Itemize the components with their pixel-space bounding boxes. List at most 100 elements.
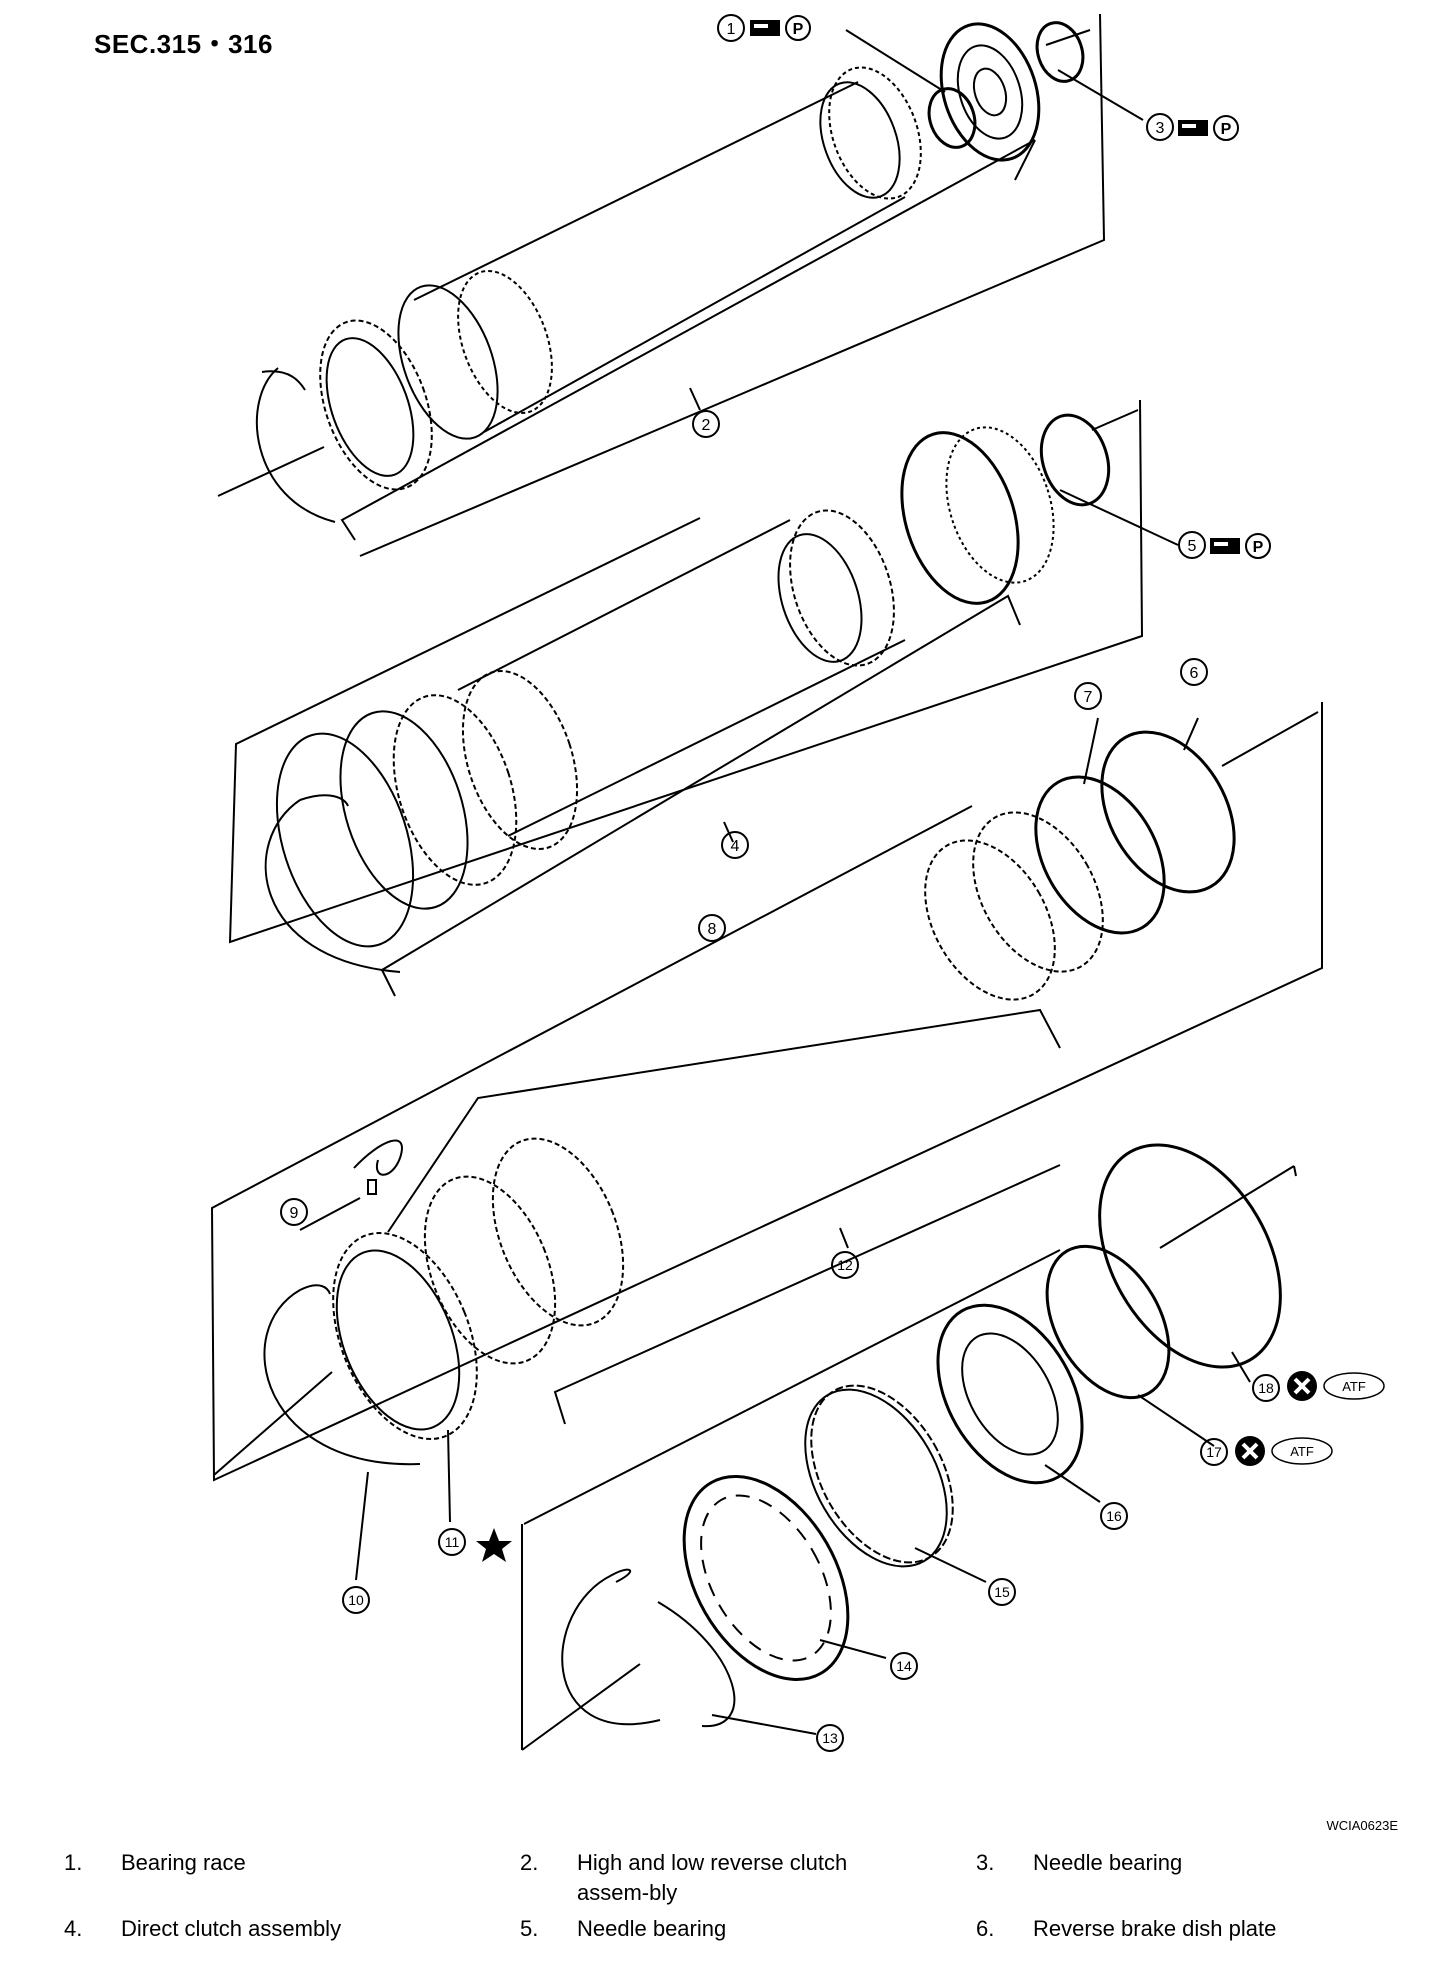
clutch-plate bbox=[491, 1137, 625, 1327]
callout-labels: 1 2 3 4 5 6 7 8 9 10 11 12 13 14 15 16 1… bbox=[280, 14, 1280, 1752]
drive-plate bbox=[972, 811, 1104, 973]
svg-text:18: 18 bbox=[1258, 1380, 1274, 1396]
callout-3: 3 bbox=[1146, 113, 1174, 141]
svg-text:10: 10 bbox=[348, 1592, 364, 1608]
clutch-plate bbox=[819, 81, 901, 199]
legend-item: 4. Direct clutch assembly bbox=[62, 1914, 518, 1980]
legend-text: Reverse brake dish plate bbox=[1033, 1916, 1277, 1941]
legend-text: Needle bearing bbox=[1033, 1850, 1183, 1875]
callout-17: 17 bbox=[1200, 1438, 1228, 1466]
legend-row: 4. Direct clutch assembly 5. Needle bear… bbox=[62, 1914, 1432, 1980]
snap-ring bbox=[255, 367, 336, 523]
legend-number: 4. bbox=[64, 1916, 83, 1941]
lubricate-p-icon: P bbox=[1245, 533, 1271, 559]
clutch-drum bbox=[900, 431, 1020, 605]
callout-13: 13 bbox=[816, 1724, 844, 1752]
frame-line bbox=[523, 1249, 1061, 1525]
legend-number: 2. bbox=[520, 1850, 539, 1875]
frame-line bbox=[359, 13, 1106, 557]
legend-item: 6. Reverse brake dish plate bbox=[974, 1914, 1430, 1980]
bracket-4 bbox=[380, 594, 1021, 997]
legend-number: 5. bbox=[520, 1916, 539, 1941]
callout-6: 6 bbox=[1180, 658, 1208, 686]
legend-number: 6. bbox=[976, 1916, 995, 1941]
star-icon bbox=[476, 1528, 512, 1562]
callout-16: 16 bbox=[1100, 1502, 1128, 1530]
callout-9: 9 bbox=[280, 1198, 308, 1226]
snap-ring bbox=[263, 1284, 421, 1466]
svg-text:1: 1 bbox=[727, 21, 736, 38]
group-direct-clutch bbox=[228, 399, 1179, 997]
svg-text:11: 11 bbox=[445, 1534, 460, 1550]
svg-text:8: 8 bbox=[708, 921, 717, 938]
clutch-plate bbox=[461, 670, 579, 850]
svg-text:16: 16 bbox=[1106, 1508, 1122, 1524]
legend-text: Needle bearing bbox=[577, 1916, 727, 1941]
piston bbox=[936, 1303, 1084, 1485]
clutch-plate bbox=[335, 1249, 461, 1431]
grease-gun-icon bbox=[1210, 538, 1240, 554]
atf-icon: ATF bbox=[1271, 1437, 1333, 1465]
callout-15: 15 bbox=[988, 1578, 1016, 1606]
svg-text:15: 15 bbox=[994, 1584, 1010, 1600]
section-title: SEC.315・316 bbox=[94, 29, 273, 59]
axis-line bbox=[217, 446, 325, 497]
clutch-plate bbox=[275, 732, 415, 948]
callout-2: 2 bbox=[692, 410, 720, 438]
callout-1: 1 bbox=[717, 14, 745, 42]
svg-text:17: 17 bbox=[1206, 1444, 1222, 1460]
symbol-callout-11 bbox=[476, 1528, 512, 1562]
svg-text:9: 9 bbox=[290, 1205, 299, 1222]
svg-text:7: 7 bbox=[1084, 689, 1093, 706]
clutch-plate bbox=[325, 337, 415, 477]
clutch-plate bbox=[457, 269, 553, 415]
svg-text:P: P bbox=[793, 21, 804, 38]
lubricate-p-icon: P bbox=[1213, 115, 1239, 141]
legend-row: 1. Bearing race 2. High and low reverse … bbox=[62, 1848, 1432, 1914]
legend-text: Direct clutch assembly bbox=[121, 1916, 342, 1941]
clutch-plate bbox=[397, 284, 499, 440]
dish-plate bbox=[1100, 730, 1236, 894]
needle-bearing bbox=[1035, 21, 1085, 83]
x-circle-icon bbox=[1287, 1371, 1317, 1401]
svg-text:P: P bbox=[1253, 539, 1264, 556]
svg-text:14: 14 bbox=[896, 1658, 912, 1674]
svg-text:4: 4 bbox=[731, 838, 740, 855]
clutch-plate bbox=[777, 533, 863, 663]
clutch-plate bbox=[789, 509, 895, 667]
bracket-12 bbox=[553, 1164, 1061, 1425]
svg-text:P: P bbox=[1221, 121, 1232, 138]
frame-line bbox=[210, 702, 1323, 1482]
callout-10: 10 bbox=[342, 1586, 370, 1614]
snap-ring bbox=[561, 1568, 736, 1728]
figure-reference-code: WCIA0623E bbox=[1326, 1818, 1398, 1833]
clutch-plate bbox=[423, 1175, 557, 1365]
group-reverse-brake bbox=[210, 702, 1323, 1581]
grease-gun-icon bbox=[750, 20, 780, 36]
x-circle-icon bbox=[1235, 1436, 1265, 1466]
svg-text:12: 12 bbox=[837, 1257, 853, 1273]
callout-8: 8 bbox=[698, 914, 726, 942]
axis-line bbox=[213, 1371, 333, 1476]
callout-4: 4 bbox=[721, 831, 749, 859]
frame-line bbox=[228, 399, 1144, 944]
parts-legend: 1. Bearing race 2. High and low reverse … bbox=[62, 1848, 1432, 1980]
spring bbox=[353, 1139, 403, 1176]
driven-plate bbox=[924, 839, 1056, 1001]
symbol-callout-1: P bbox=[750, 15, 811, 41]
axis-line bbox=[1159, 1165, 1295, 1249]
group-piston bbox=[521, 1143, 1297, 1751]
symbol-callout-3: P bbox=[1178, 115, 1239, 141]
clutch-hub bbox=[939, 22, 1041, 162]
legend-item: 1. Bearing race bbox=[62, 1848, 518, 1914]
clutch-plate bbox=[828, 66, 922, 200]
svg-text:ATF: ATF bbox=[1342, 1379, 1366, 1394]
svg-text:ATF: ATF bbox=[1290, 1444, 1314, 1459]
clutch-plate bbox=[319, 319, 433, 491]
atf-icon: ATF bbox=[1323, 1372, 1385, 1400]
legend-number: 1. bbox=[64, 1850, 83, 1875]
lubricate-p-icon: P bbox=[785, 15, 811, 41]
svg-text:3: 3 bbox=[1156, 120, 1165, 137]
callout-7: 7 bbox=[1074, 682, 1102, 710]
